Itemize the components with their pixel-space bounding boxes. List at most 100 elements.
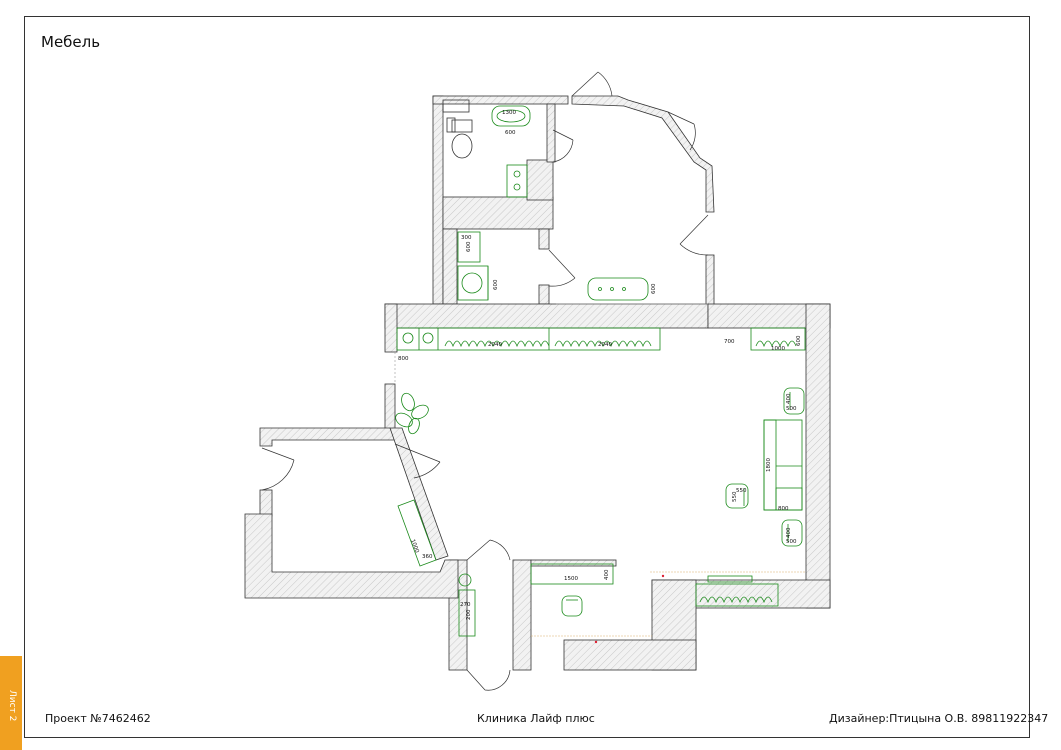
- chair-icon: [781, 519, 803, 547]
- dim-left-cabinet-len: 1000: [409, 539, 420, 555]
- sheet-tab[interactable]: Лист 2: [0, 656, 22, 750]
- cabinet-row: [396, 327, 661, 351]
- dim-hall-a: 270: [460, 602, 471, 608]
- dim-chair-bottom-a: 400: [786, 527, 792, 538]
- wall-bath-left: [432, 95, 444, 305]
- wall-living-left-upper: [384, 303, 398, 353]
- door-swing-icon: [394, 443, 441, 479]
- footer-designer: Дизайнер:Птицына О.В. 89811922347: [829, 712, 1049, 725]
- chair-icon: [783, 387, 805, 415]
- dim-corner-cabinet: 1000: [771, 346, 785, 352]
- dim-bath-width: 1300: [502, 110, 516, 116]
- plant-icon: [554, 340, 652, 348]
- markers: [594, 574, 665, 644]
- wall-bath-bottom: [442, 196, 554, 230]
- laundry-shelf: [457, 231, 481, 263]
- wall-laundry-right-top: [538, 228, 550, 250]
- washer-icon: [513, 170, 521, 178]
- corner-cabinet: [750, 327, 806, 351]
- plant-icon: [444, 340, 550, 348]
- dim-washer: 600: [493, 279, 499, 290]
- wall-living-top: [384, 303, 709, 329]
- washer-icon: [422, 332, 434, 344]
- wall-laundry-left: [442, 228, 458, 305]
- dim-sofa-length: 1800: [766, 458, 772, 472]
- wall-living-right: [805, 303, 831, 609]
- radiator: [707, 575, 753, 583]
- hall-cabinet: [458, 589, 476, 637]
- dim-armchair-a: 550: [736, 488, 747, 494]
- toilet-icon: [442, 99, 473, 159]
- dim-chair-top-a: 400: [786, 393, 792, 404]
- plant-icon: [395, 392, 429, 435]
- dim-laundry-depth: 300: [461, 235, 472, 241]
- dim-desk-length: 1500: [564, 576, 578, 582]
- washer-icon: [513, 183, 521, 191]
- dim-sofa-depth: 800: [778, 506, 789, 512]
- planter-box: [695, 583, 779, 607]
- door-swing-icon: [552, 129, 574, 163]
- sofa-chaise: [775, 487, 803, 511]
- wall-bath-top: [432, 95, 569, 105]
- door-swing-icon: [571, 71, 613, 97]
- dimension-labels: 1300 600 300 600 600 600 800 2040 2040 7…: [398, 110, 802, 620]
- dim-cabinet-1: 2040: [488, 342, 502, 348]
- doors: [261, 71, 709, 691]
- sheet-title: Мебель: [41, 33, 101, 51]
- wall-laundry-right-bottom: [538, 284, 550, 305]
- door-swing-icon: [679, 214, 709, 256]
- walls: [244, 95, 831, 671]
- footer-client: Клиника Лайф плюс: [477, 712, 595, 725]
- footer-project: Проект №7462462: [45, 712, 151, 725]
- openings: [394, 303, 806, 637]
- dim-cabinet-2: 2040: [598, 342, 612, 348]
- wall-bay-lower: [705, 254, 715, 306]
- sofa-back: [763, 419, 777, 511]
- washer-icon: [458, 573, 472, 587]
- door-swing-icon: [548, 249, 576, 287]
- door-swing-icon: [261, 447, 295, 491]
- door-swing-icon: [667, 111, 696, 151]
- dim-laundry-shelf: 600: [466, 241, 472, 252]
- chair-icon: [561, 595, 583, 617]
- dim-corner-gap: 700: [724, 339, 735, 345]
- furniture: [395, 99, 806, 637]
- dim-desk-depth: 400: [604, 569, 610, 580]
- sheet-tab-label: Лист 2: [7, 690, 17, 722]
- dim-chair-bottom-b: 500: [786, 539, 797, 545]
- bath-cabinet: [506, 164, 528, 198]
- washer: [457, 265, 489, 301]
- dim-left-module: 800: [398, 356, 409, 362]
- dim-bench: 600: [651, 283, 657, 294]
- wall-left-room-top: [259, 427, 396, 447]
- sink-icon: [402, 332, 414, 344]
- plant-icon: [699, 596, 773, 604]
- door-swing-icon: [466, 539, 511, 561]
- left-room-cabinet: [397, 499, 437, 567]
- wall-hall-top: [530, 559, 617, 567]
- dim-bath-sink: 600: [505, 130, 516, 136]
- wall-left-room-left-upper: [259, 489, 273, 517]
- bathtub: [491, 105, 531, 127]
- wall-living-left-mid: [384, 383, 396, 435]
- plant-icon: [755, 340, 797, 348]
- wall-left-room-diagonal: [389, 427, 449, 561]
- dim-chair-top-b: 500: [786, 406, 797, 412]
- dim-armchair-b: 550: [732, 491, 738, 502]
- wall-bath-column: [526, 159, 554, 201]
- dim-hall-b: 200: [466, 609, 472, 620]
- wall-bath-right: [546, 103, 556, 163]
- wall-hall-right: [512, 559, 532, 671]
- washer-icon: [461, 272, 483, 294]
- corridor-bench: [587, 277, 649, 301]
- dim-corner-cabinet-depth: 600: [796, 335, 802, 346]
- sink-icon: [496, 109, 526, 123]
- dim-left-cabinet-depth: 360: [422, 554, 433, 560]
- wall-bottom-mid: [563, 639, 697, 671]
- wall-bay: [571, 95, 715, 213]
- chair-icon: [725, 483, 749, 509]
- door-swing-icon: [466, 669, 511, 691]
- desk: [530, 563, 614, 585]
- wall-left-room-bottom: [244, 513, 459, 599]
